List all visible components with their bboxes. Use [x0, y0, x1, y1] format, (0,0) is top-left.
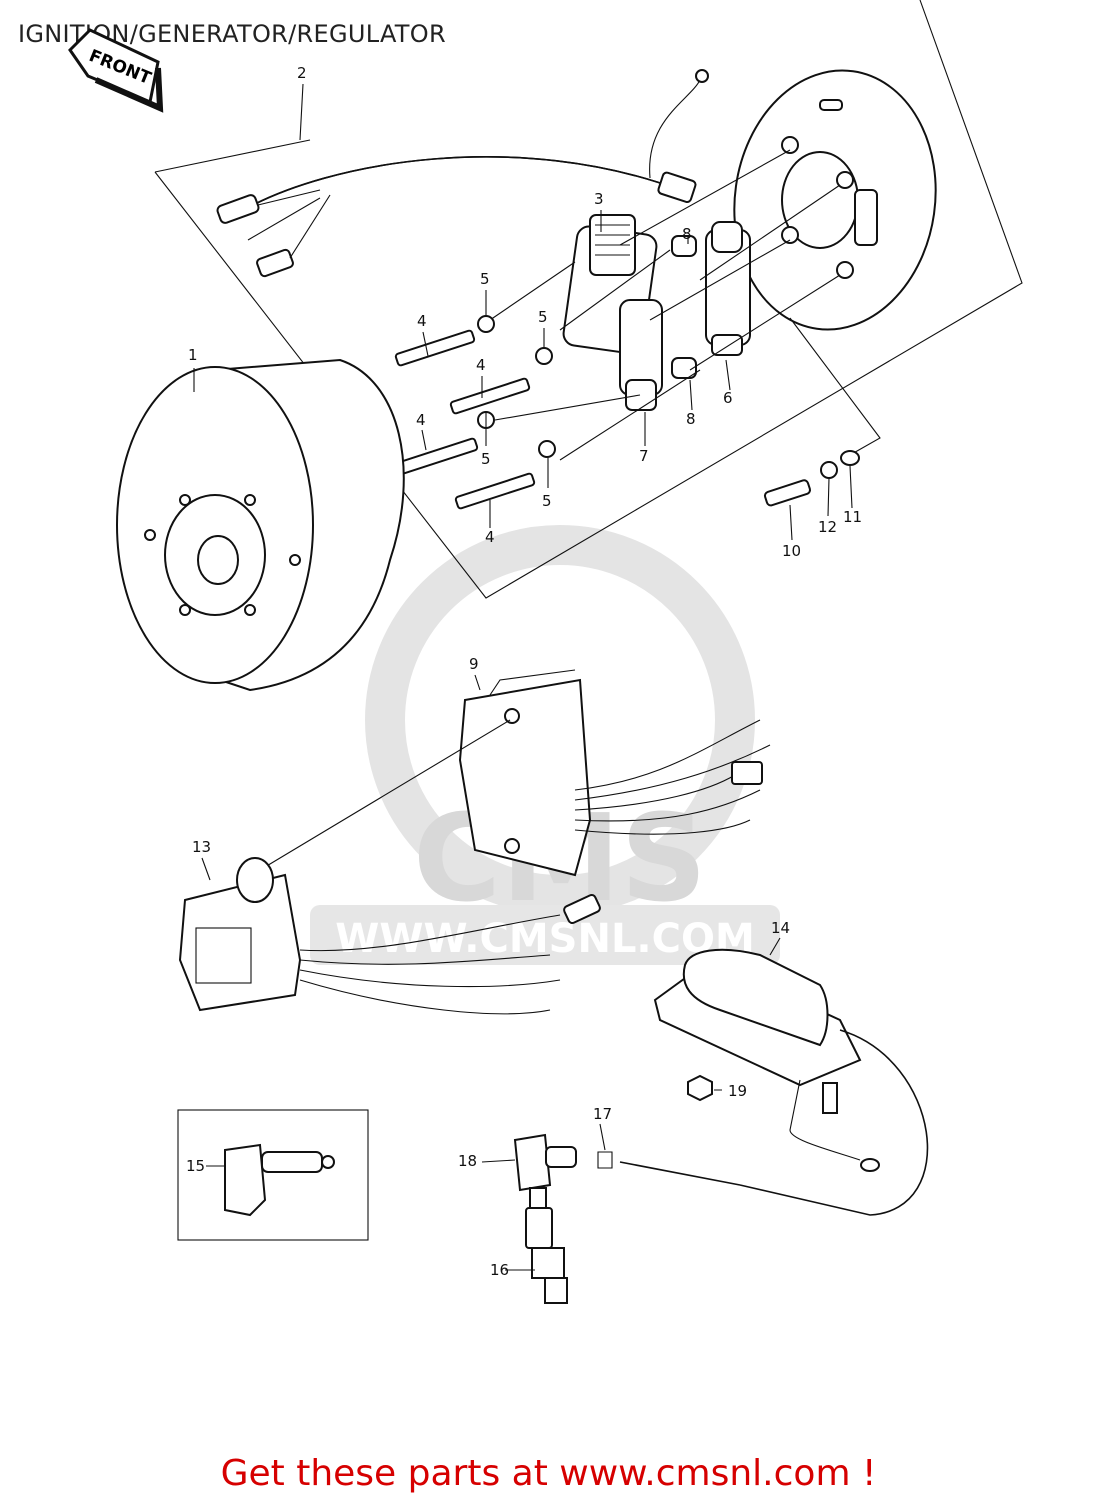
nut-19 [687, 1074, 713, 1102]
spacer-8 [671, 235, 697, 257]
spark-plug-16 [525, 1187, 568, 1304]
callouts: 1 2 3 4 4 4 4 5 5 5 5 6 7 8 8 9 10 11 12… [186, 64, 862, 1279]
callout-14: 14 [771, 919, 790, 937]
callout-5: 5 [480, 270, 490, 288]
wire-harness [216, 69, 709, 278]
regulator-9 [458, 669, 771, 877]
callout-10: 10 [782, 542, 801, 560]
callout-8: 8 [686, 410, 696, 428]
callout-18: 18 [458, 1152, 477, 1170]
stator-plate [733, 69, 937, 331]
callout-11: 11 [843, 508, 862, 526]
callout-5: 5 [481, 450, 491, 468]
callout-6: 6 [723, 389, 733, 407]
leader [259, 719, 511, 871]
coil-6 [705, 221, 751, 356]
callout-2: 2 [297, 64, 307, 82]
callout-5: 5 [542, 492, 552, 510]
watermark-url: WWW.CMSNL.COM [335, 916, 755, 962]
plug-cap-box [177, 1109, 369, 1241]
callout-13: 13 [192, 838, 211, 856]
bolt-4 [394, 329, 536, 510]
spacer-8 [671, 357, 697, 379]
footer-promo: Get these parts at www.cmsnl.com ! [220, 1453, 877, 1494]
callout-4: 4 [485, 528, 495, 546]
callout-12: 12 [818, 518, 837, 536]
callout-leaders [193, 83, 853, 1271]
callout-1: 1 [188, 346, 198, 364]
callout-8: 8 [682, 225, 692, 243]
callout-4: 4 [416, 411, 426, 429]
callout-4: 4 [417, 312, 427, 330]
rotor-flywheel [116, 358, 405, 692]
parts-diagram: CMS WWW.CMSNL.COM FRONT [68, 0, 1023, 1304]
callout-5: 5 [538, 308, 548, 326]
plug-cap-18 [513, 1133, 741, 1192]
plug-cap-15 [224, 1143, 335, 1217]
washer-5 [477, 315, 556, 458]
callout-4: 4 [476, 356, 486, 374]
callout-7: 7 [639, 447, 649, 465]
ignition-coil-14 [653, 948, 929, 1216]
callout-9: 9 [469, 655, 479, 673]
frame-line [154, 139, 311, 173]
front-arrow-tag: FRONT [68, 28, 164, 113]
callout-16: 16 [490, 1261, 509, 1279]
callout-3: 3 [594, 190, 604, 208]
screw-10 [763, 450, 860, 507]
coil-7 [619, 299, 663, 411]
callout-17: 17 [593, 1105, 612, 1123]
callout-15: 15 [186, 1157, 205, 1175]
callout-19: 19 [728, 1082, 747, 1100]
ignitor-13 [178, 857, 601, 1015]
